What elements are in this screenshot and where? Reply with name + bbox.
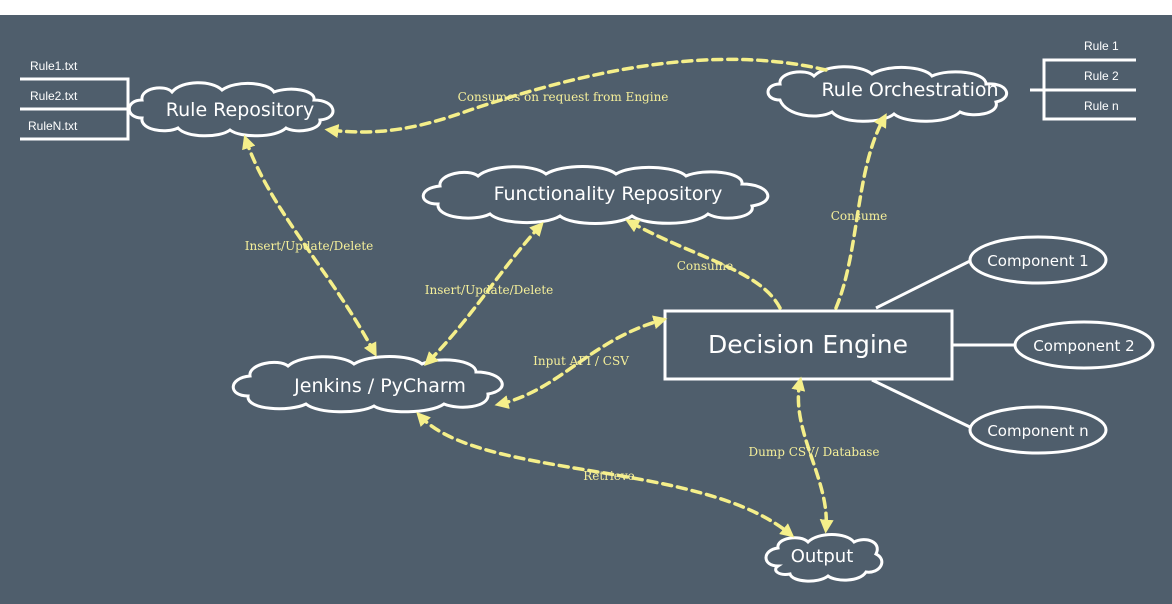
arrow-engine-output <box>791 376 834 534</box>
rule-repository-label: Rule Repository <box>166 99 314 121</box>
edge-label-consume-orchestration: Consume <box>831 209 888 223</box>
rule-file-2: Rule2.txt <box>30 89 78 103</box>
jenkins-pycharm-cloud[interactable]: Jenkins / PyCharm <box>231 355 504 414</box>
rule-n: Rule n <box>1084 99 1119 113</box>
component-n-node[interactable]: Component n <box>968 405 1108 455</box>
jenkins-pycharm-label: Jenkins / PyCharm <box>293 375 466 397</box>
arrow-functionality-jenkins <box>424 221 544 366</box>
component-2-node[interactable]: Component 2 <box>1013 320 1155 370</box>
component-2-label: Component 2 <box>1033 337 1134 355</box>
edge-label-consume-functionality: Consume <box>677 259 734 273</box>
decision-engine-box[interactable]: Decision Engine <box>663 309 954 381</box>
rule-files-list: Rule1.txt Rule2.txt RuleN.txt <box>28 59 78 133</box>
component-1-label: Component 1 <box>987 252 1088 270</box>
output-label: Output <box>791 546 854 567</box>
edge-label-dump-csv-database: Dump CSV/ Database <box>749 445 880 459</box>
arrow-jenkins-engine <box>494 315 668 409</box>
component-connectors <box>871 258 1016 430</box>
edge-label-consumes-on-request: Consumes on request from Engine <box>458 90 669 104</box>
rule-2: Rule 2 <box>1084 69 1119 83</box>
component-1-node[interactable]: Component 1 <box>968 235 1108 285</box>
rule-orchestration-label: Rule Orchestration <box>821 79 998 101</box>
arrow-repository-jenkins <box>242 134 377 357</box>
rule-orchestration-cloud[interactable]: Rule Orchestration <box>766 65 1009 123</box>
arrow-jenkins-output <box>416 411 795 538</box>
functionality-repository-label: Functionality Repository <box>494 183 723 205</box>
rule-file-n: RuleN.txt <box>28 119 78 133</box>
architecture-diagram: Rule Repository Rule Orchestration Funct… <box>20 39 1155 583</box>
arrow-engine-to-functionality <box>625 219 782 310</box>
arrows <box>242 57 887 538</box>
edge-label-insert-update-delete-rules: Insert/Update/Delete <box>245 239 374 253</box>
rule-file-1: Rule1.txt <box>30 59 78 73</box>
functionality-repository-cloud[interactable]: Functionality Repository <box>421 165 770 225</box>
edge-labels: Consumes on request from Engine Insert/U… <box>245 90 888 483</box>
arrow-engine-to-orchestration <box>834 113 887 310</box>
output-cloud[interactable]: Output <box>764 533 884 583</box>
rules-list: Rule 1 Rule 2 Rule n <box>1084 39 1119 113</box>
rule-1: Rule 1 <box>1084 39 1119 53</box>
decision-engine-label: Decision Engine <box>708 330 908 359</box>
arrow-orchestration-to-repository <box>324 57 828 138</box>
edge-label-retrieve: Retrieve <box>583 469 635 483</box>
rule-repository-cloud[interactable]: Rule Repository <box>127 81 335 138</box>
component-n-label: Component n <box>987 422 1088 440</box>
rules-bracket <box>1030 58 1136 121</box>
edge-label-input-api-csv: Input API / CSV <box>533 354 629 368</box>
diagram-canvas: Rule Repository Rule Orchestration Funct… <box>0 15 1172 604</box>
edge-label-insert-update-delete-functionality: Insert/Update/Delete <box>425 283 554 297</box>
